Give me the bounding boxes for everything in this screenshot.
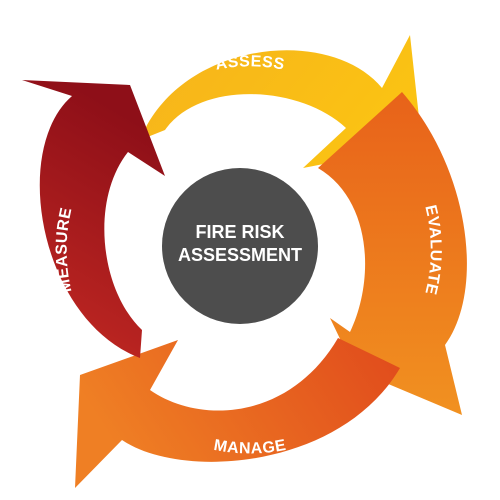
center-title-line2: ASSESSMENT — [178, 245, 302, 265]
step-label-measure: MEASURE — [54, 206, 76, 294]
step-label-manage: MANAGE — [212, 437, 287, 458]
center-circle — [162, 168, 318, 324]
step-label-assess: ASSESS — [214, 53, 286, 73]
step-arrow-manage — [75, 338, 400, 488]
step-arrow-evaluate — [318, 92, 467, 415]
center-title-line1: FIRE RISK — [195, 222, 284, 242]
step-label-evaluate: EVALUATE — [421, 204, 444, 297]
step-arrow-measure — [22, 80, 165, 358]
step-arrow-assess — [140, 35, 422, 168]
